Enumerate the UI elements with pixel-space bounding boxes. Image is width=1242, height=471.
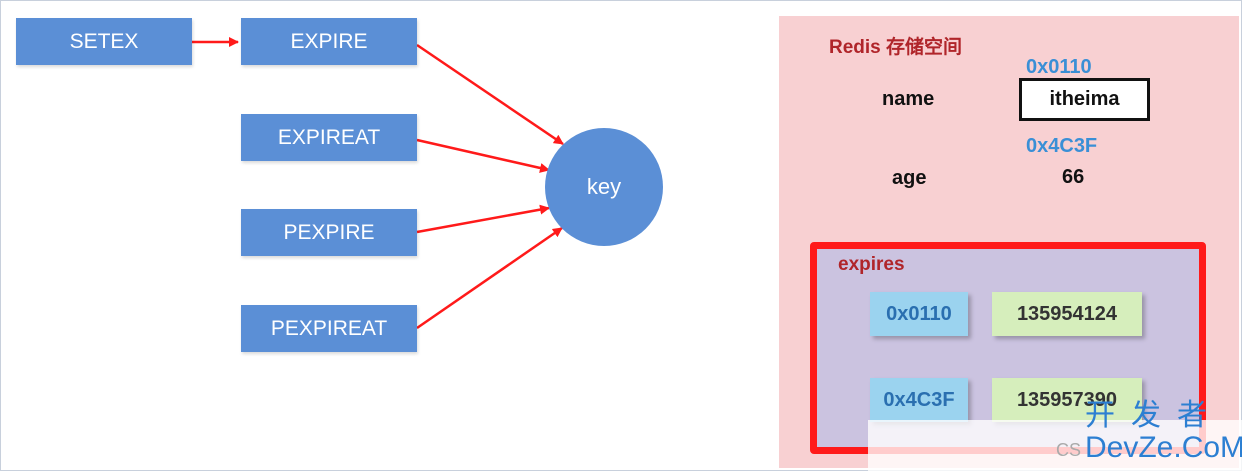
age-value: 66 [1062,166,1085,188]
expires-title: expires [838,254,905,275]
expires-row-1-address: 0x0110 [870,292,968,336]
name-address: 0x0110 [1026,56,1092,78]
watermark-prefix: CS [1056,440,1082,460]
expires-row-1-time: 135954124 [992,292,1142,336]
command-pexpire: PEXPIRE [241,209,417,256]
key-node: key [545,128,663,246]
storage-title: Redis 存储空间 [829,37,963,58]
command-setex: SETEX [16,18,192,65]
watermark-brand-cn: 开发者 [1085,399,1223,432]
arrow-pexpire-to-key [416,204,550,234]
expires-row-2-time: 135957390 [992,378,1142,422]
expires-row-2-address: 0x4C3F [870,378,968,422]
command-pexpireat: PEXPIREAT [241,305,417,352]
name-value: itheima [1049,88,1120,110]
age-address: 0x4C3F [1026,135,1098,157]
watermark-overlay [868,420,1242,471]
command-expire: EXPIRE [241,18,417,65]
watermark-brand-en: DevZe.CoM [1085,431,1242,464]
name-value-box: itheima [1019,78,1150,121]
name-field-label: name [882,88,935,110]
age-field-label: age [892,167,927,189]
arrow-expireat-to-key [416,138,550,173]
watermark-brand: 开发者 DevZe.CoM [1085,400,1242,464]
arrow-pexpireat-to-key [416,226,563,330]
command-expireat: EXPIREAT [241,114,417,161]
arrow-expire-to-key [416,43,564,146]
